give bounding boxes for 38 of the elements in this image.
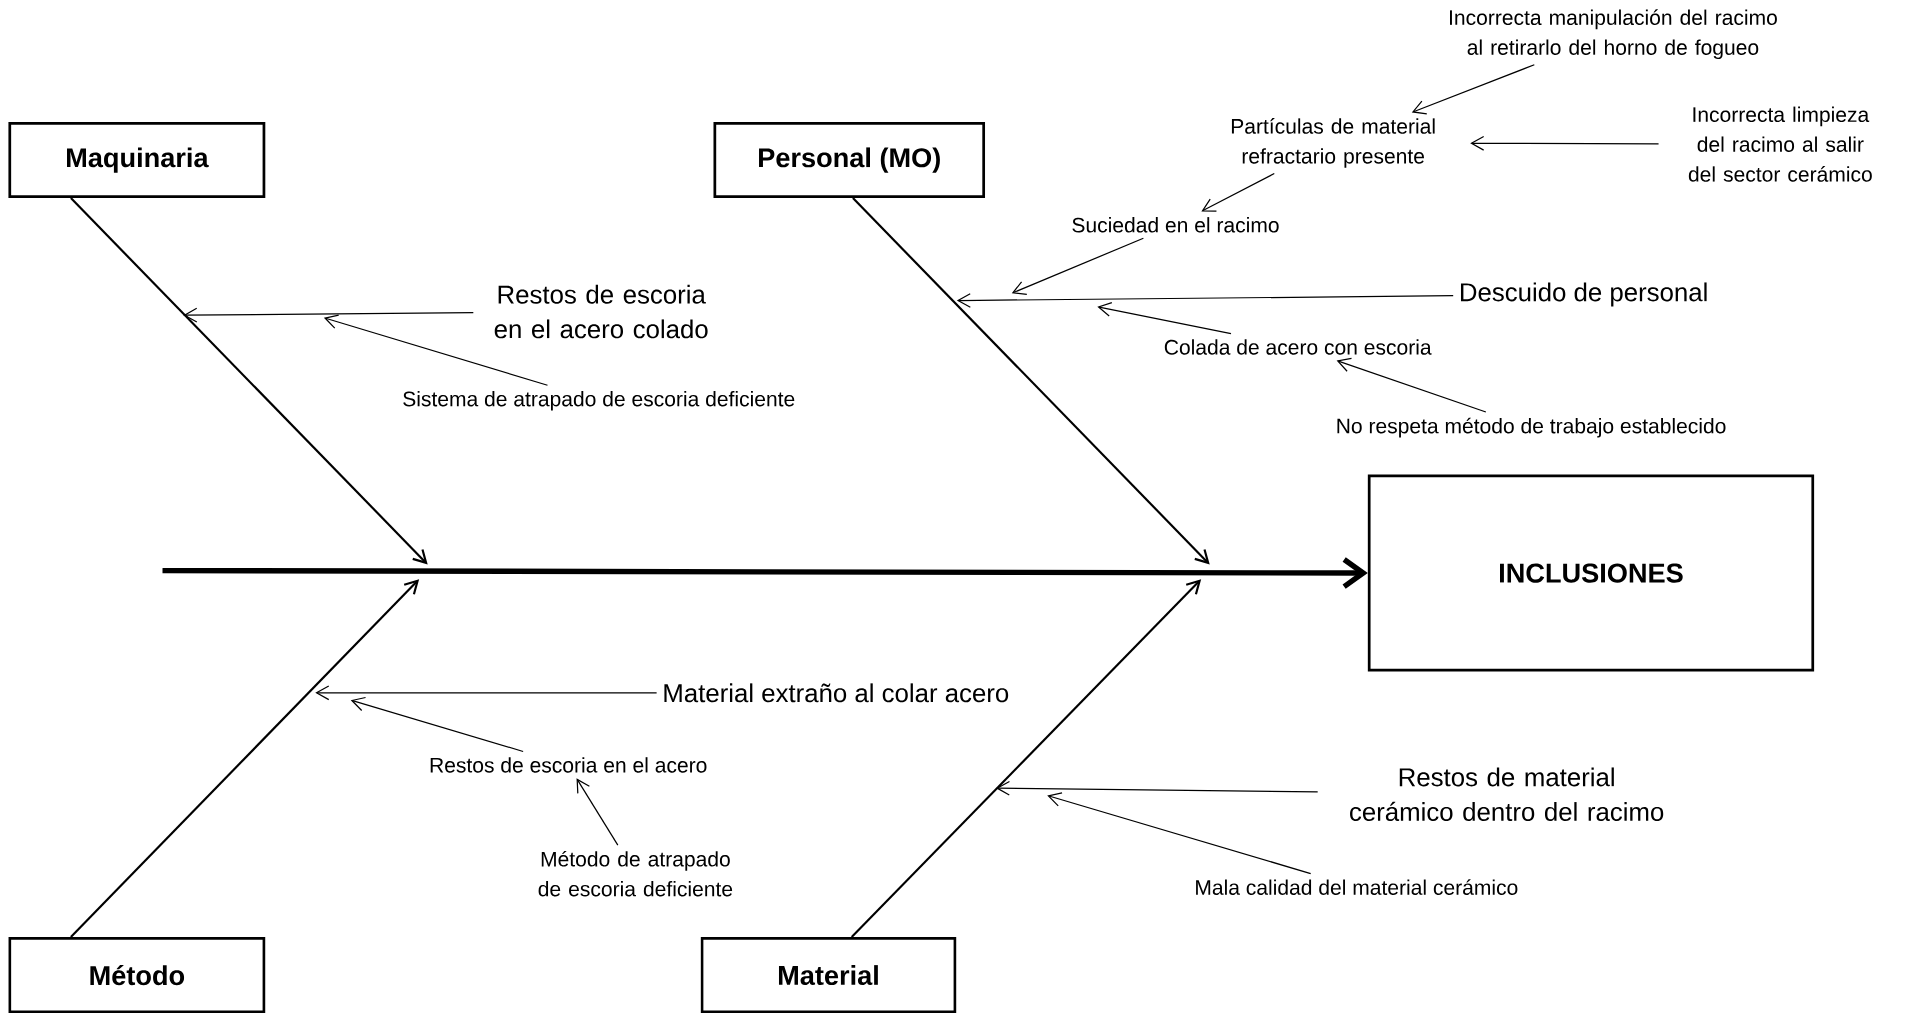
cause-label: Colada de acero con escoria	[1164, 339, 1432, 355]
arrow	[1470, 136, 1660, 151]
arrow	[1411, 64, 1535, 115]
arrow	[1011, 237, 1144, 295]
cause-label: Método de atrapado de escoria deficiente	[538, 850, 733, 897]
arrow	[1336, 357, 1487, 413]
arrow	[350, 696, 524, 753]
category-box: Método	[8, 937, 266, 1013]
cause-label: Restos de escoria en el acero	[430, 757, 707, 773]
branch-arrow	[70, 197, 428, 565]
spine-arrow	[162, 557, 1368, 589]
arrow	[315, 685, 658, 701]
cause-label: Descuido de personal	[1461, 282, 1707, 307]
cause-label: Mala calidad del material cerámico	[1196, 879, 1518, 895]
branch-arrow	[850, 579, 1202, 938]
cause-label: No respeta método de trabajo establecido	[1337, 417, 1726, 438]
arrow	[576, 778, 619, 846]
arrow	[323, 314, 549, 386]
arrow	[183, 307, 474, 323]
cause-label: Partículas de material refractario presente	[1231, 118, 1435, 168]
effect-box: INCLUSIONES	[1367, 474, 1815, 672]
cause-label: Restos de material cerámico dentro del racimo	[1350, 767, 1664, 822]
arrow	[1201, 172, 1275, 212]
branch-arrow	[852, 197, 1210, 565]
category-box: Maquinaria	[8, 122, 266, 199]
cause-label: Restos de escoria en el acero colado	[494, 284, 708, 339]
arrow	[956, 293, 1454, 308]
category-box: Personal (MO)	[713, 122, 986, 199]
cause-label: Sistema de atrapado de escoria deficiente	[403, 391, 795, 411]
arrow	[1047, 792, 1312, 875]
cause-label: Suciedad en el racimo	[1072, 217, 1279, 233]
branch-arrow	[70, 579, 420, 938]
cause-label: Incorrecta manipulación del racimo al retirarlo del horno de fogueo	[1450, 9, 1777, 60]
cause-label: Incorrecta limpieza del racimo al salir del sector cerámico	[1688, 106, 1872, 182]
category-box: Material	[700, 937, 957, 1013]
cause-label: Material extraño al colar acero	[664, 683, 1009, 703]
arrow	[1097, 302, 1232, 335]
arrow	[995, 780, 1319, 796]
